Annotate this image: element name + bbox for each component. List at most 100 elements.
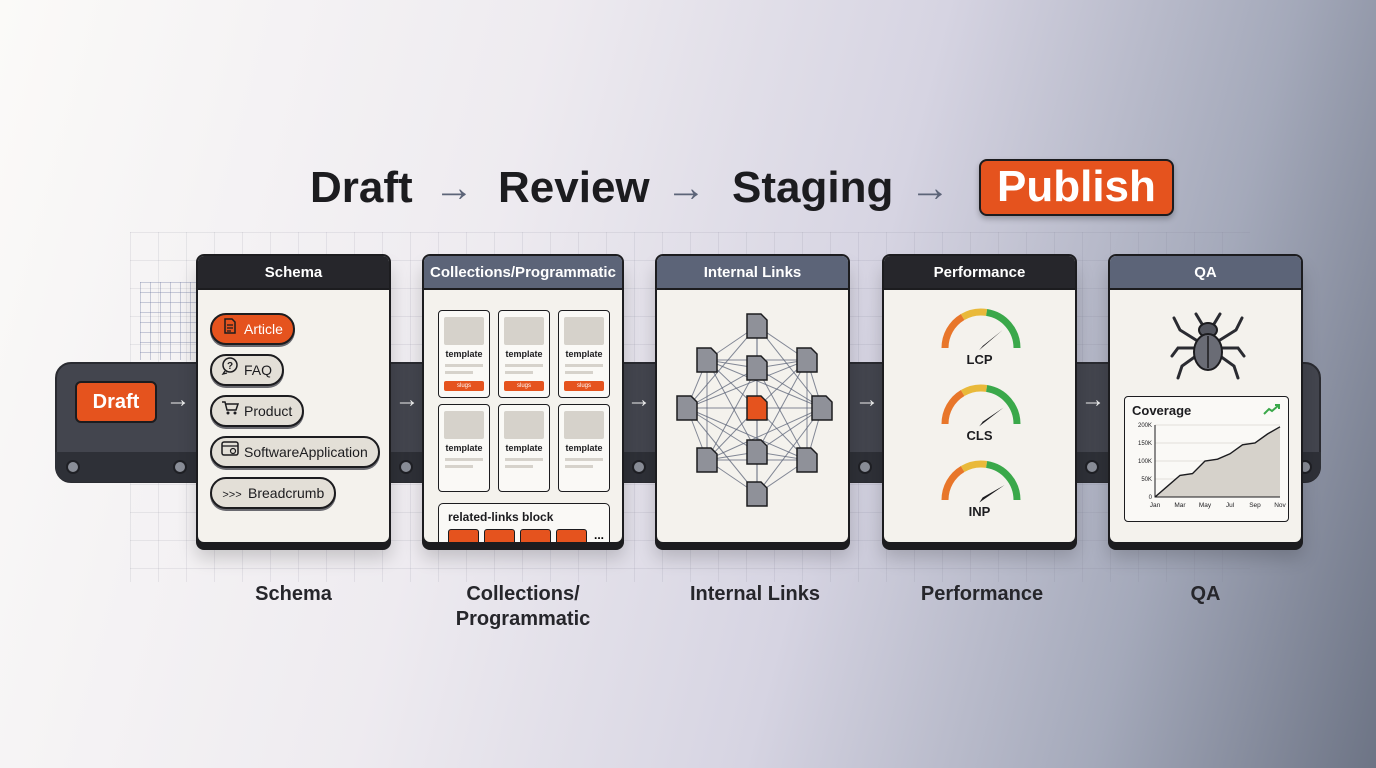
- cart-icon: [220, 398, 240, 426]
- template-label: template: [445, 349, 483, 359]
- related-links-title: related-links block: [448, 510, 554, 524]
- collections-caption: Collections/ Programmatic: [422, 582, 624, 632]
- page-node-icon[interactable]: [696, 447, 718, 473]
- app-window-icon: [220, 439, 240, 467]
- schema-caption: Schema: [255, 583, 332, 605]
- schema-type-softwareapplication[interactable]: SoftwareApplication: [210, 436, 380, 468]
- gauge-needle: [979, 407, 1004, 427]
- page-node-icon[interactable]: [676, 395, 698, 421]
- trend-up-icon: [1263, 404, 1280, 415]
- template-line: [565, 364, 603, 367]
- conveyor-arrow-icon: →: [855, 386, 879, 413]
- related-link-box[interactable]: [520, 529, 551, 542]
- roller-icon: [632, 460, 646, 474]
- coverage-area: [1155, 426, 1280, 497]
- roller-icon: [858, 460, 872, 474]
- template-card[interactable]: template: [438, 404, 490, 492]
- schema-type-article[interactable]: Article: [210, 313, 295, 345]
- page-node-icon[interactable]: [696, 347, 718, 373]
- related-link-box[interactable]: [556, 529, 587, 542]
- schema-panel-header: Schema: [198, 256, 389, 290]
- stage-draft: Draft: [310, 163, 413, 212]
- link-edge: [756, 407, 823, 495]
- link-edge: [756, 359, 808, 453]
- x-tick-label: Jul: [1226, 502, 1235, 509]
- page-node-icon[interactable]: [746, 355, 768, 381]
- conveyor-arrow-icon: →: [166, 386, 190, 413]
- template-line: [445, 465, 473, 468]
- schema-type-faq[interactable]: ? FAQ: [210, 354, 285, 386]
- template-line: [505, 465, 533, 468]
- template-card[interactable]: template: [498, 404, 550, 492]
- collections-caption-line2: Programmatic: [455, 608, 591, 630]
- template-card[interactable]: template: [558, 404, 610, 492]
- template-thumbnail: [444, 317, 484, 345]
- x-tick-label: Jan: [1150, 502, 1161, 509]
- link-edge: [706, 359, 823, 409]
- y-tick-label: 200K: [1138, 423, 1152, 429]
- conveyor-arrow-icon: →: [1081, 386, 1105, 413]
- page-node-icon[interactable]: [746, 313, 768, 339]
- link-edge: [686, 407, 758, 453]
- page-node-icon[interactable]: [746, 439, 768, 465]
- template-line: [505, 364, 543, 367]
- y-tick-label: 150K: [1138, 441, 1152, 447]
- template-line: [445, 458, 483, 461]
- gauge-arc: [941, 466, 965, 501]
- link-edge: [756, 407, 823, 453]
- chart-axes: [1154, 425, 1280, 498]
- qa-panel-header: QA: [1110, 256, 1301, 290]
- gauge-needle: [979, 484, 1005, 503]
- schema-type-breadcrumb[interactable]: >>>Breadcrumb: [210, 477, 337, 509]
- schema-type-label: Article: [244, 321, 283, 337]
- page-node-icon[interactable]: [796, 347, 818, 373]
- performance-panel-header: Performance: [884, 256, 1075, 290]
- template-thumbnail: [444, 411, 484, 439]
- page-node-icon[interactable]: [746, 481, 768, 507]
- template-line: [565, 465, 593, 468]
- related-link-box[interactable]: [484, 529, 515, 542]
- page-node-icon[interactable]: [796, 447, 818, 473]
- gauge-needle: [979, 330, 1003, 351]
- related-link-box[interactable]: [448, 529, 479, 542]
- collections-panel-header: Collections/Programmatic: [424, 256, 622, 290]
- pipeline-arrow-icon: →: [666, 166, 706, 210]
- template-line: [565, 371, 593, 374]
- conveyor-draft-chip[interactable]: Draft: [75, 381, 157, 423]
- template-label: template: [505, 349, 543, 359]
- x-tick-label: May: [1199, 502, 1212, 509]
- template-label: template: [445, 443, 483, 453]
- template-line: [445, 364, 483, 367]
- stage-publish[interactable]: Publish: [979, 159, 1174, 216]
- gauge-arc: [941, 390, 965, 425]
- template-label: template: [505, 443, 543, 453]
- template-line: [505, 371, 533, 374]
- central-page-node-icon[interactable]: [746, 395, 768, 421]
- link-edge: [756, 367, 808, 461]
- roller-icon: [1085, 460, 1099, 474]
- page-node-icon[interactable]: [811, 395, 833, 421]
- internal-links-caption: Internal Links: [689, 583, 821, 605]
- schema-type-label: Product: [244, 403, 293, 419]
- gauge-lcp: LCP: [884, 304, 1075, 376]
- schema-type-label: FAQ: [244, 362, 273, 378]
- gauge-label: CLS: [966, 428, 993, 443]
- stage-review: Review: [498, 163, 650, 212]
- conveyor-arrow-icon: →: [395, 386, 419, 413]
- link-edge: [686, 407, 808, 461]
- gauge-dial-icon: [941, 384, 1021, 427]
- gauge-arc: [960, 384, 988, 397]
- performance-caption: Performance: [920, 583, 1044, 605]
- template-thumbnail: [504, 317, 544, 345]
- x-tick-label: Sep: [1249, 502, 1261, 509]
- schema-type-product[interactable]: Product: [210, 395, 305, 427]
- bug-icon: [1170, 312, 1246, 380]
- document-icon: [220, 316, 240, 344]
- template-line: [445, 371, 473, 374]
- template-line: [565, 458, 603, 461]
- link-edge: [686, 407, 758, 495]
